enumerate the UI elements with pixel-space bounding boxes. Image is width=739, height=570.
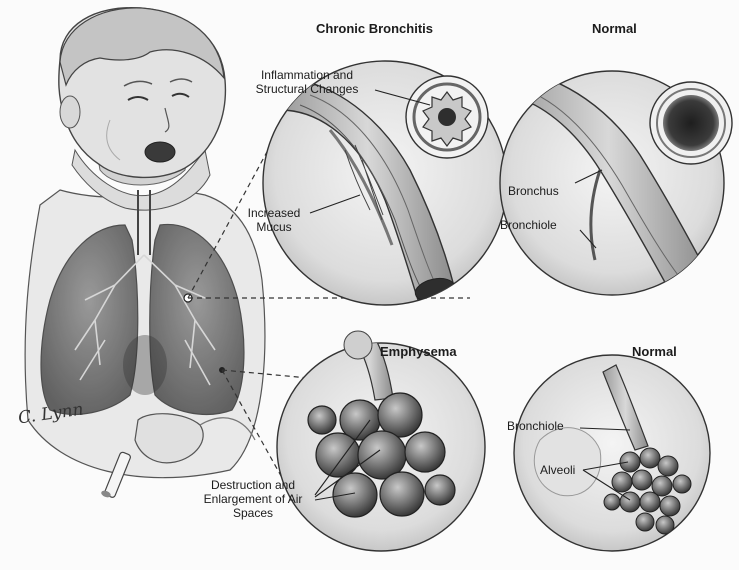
normal-bronchiole-label: Bronchiole — [500, 218, 557, 232]
normal-bronchus-opening — [670, 271, 714, 302]
narrowed-lumen — [438, 108, 456, 126]
normal-lumen — [663, 95, 719, 151]
destruction-label: Destruction and Enlargement of Air Space… — [188, 478, 318, 520]
alveoli-label: Alveoli — [540, 463, 575, 477]
alveoli-bronchiole-label: Bronchiole — [507, 419, 564, 433]
child-ear — [60, 96, 80, 128]
emphysema-top-sac — [344, 331, 372, 359]
increased-mucus-label: Increased Mucus — [238, 206, 310, 234]
emphysema-title: Emphysema — [380, 345, 457, 359]
normal-alveoli-panel — [514, 355, 710, 551]
normal-alveoli-title: Normal — [632, 345, 677, 359]
chronic-bronchitis-panel — [263, 61, 507, 305]
normal-bronchus-title: Normal — [592, 22, 637, 36]
child-figure — [25, 8, 265, 499]
chronic-bronchitis-title: Chronic Bronchitis — [316, 22, 433, 36]
bronchus-label: Bronchus — [508, 184, 559, 198]
inflammation-label: Inflammation and Structural Changes — [244, 68, 370, 96]
child-mouth — [145, 142, 175, 162]
